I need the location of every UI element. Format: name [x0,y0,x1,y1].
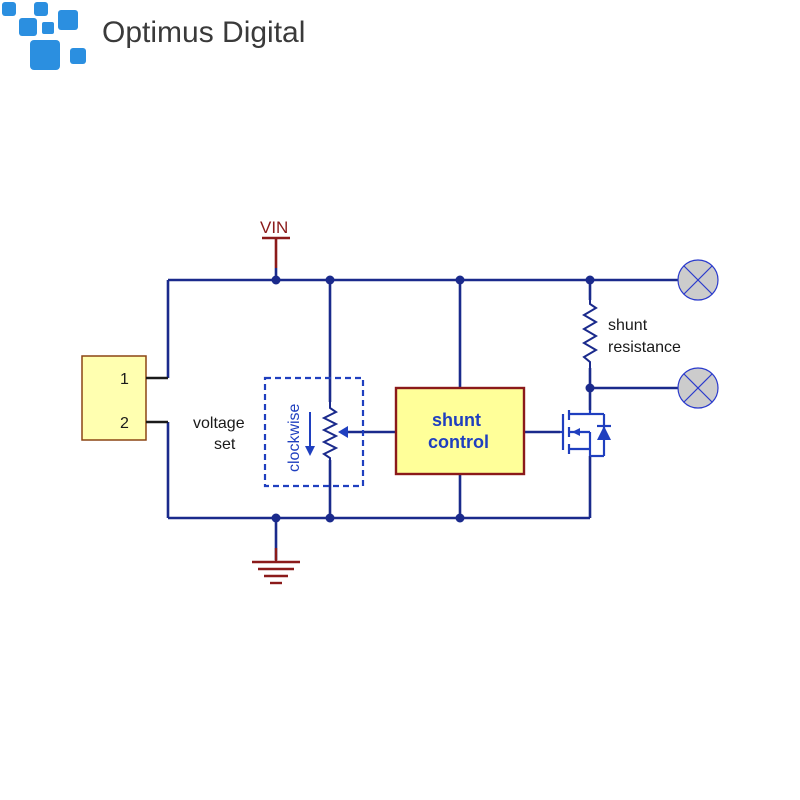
shunt-resistance-label-line2: resistance [608,339,681,356]
junction-dots [271,275,595,523]
pin-1-label: 1 [120,371,129,388]
mosfet-channel-arrow-icon [572,428,580,436]
vin-power-symbol: VIN [260,218,290,268]
ground-icon [252,548,300,585]
brand-name: Optimus Digital [102,16,305,49]
voltage-set-potentiometer: clockwise voltage set [193,376,365,488]
voltage-set-label-line2: set [214,436,236,453]
clockwise-label: clockwise [286,403,303,472]
brand-logo: Optimus Digital [2,2,305,70]
shunt-control-block: shunt control [394,386,526,476]
mosfet-diode-icon [597,426,611,440]
connector-block: 1 2 [81,355,168,441]
shunt-control-label-line2: control [428,432,489,452]
shunt-control-label-line1: shunt [432,410,481,430]
logo-mark-icon [2,2,86,70]
terminal-top-icon [677,259,719,301]
pin-2-label: 2 [120,415,129,432]
shunt-resistance-label-line1: shunt [608,317,648,334]
shunt-resistor: shunt resistance [582,300,681,368]
terminal-bottom-icon [677,367,719,409]
voltage-set-label-line1: voltage [193,415,245,432]
vin-label: VIN [260,218,288,237]
